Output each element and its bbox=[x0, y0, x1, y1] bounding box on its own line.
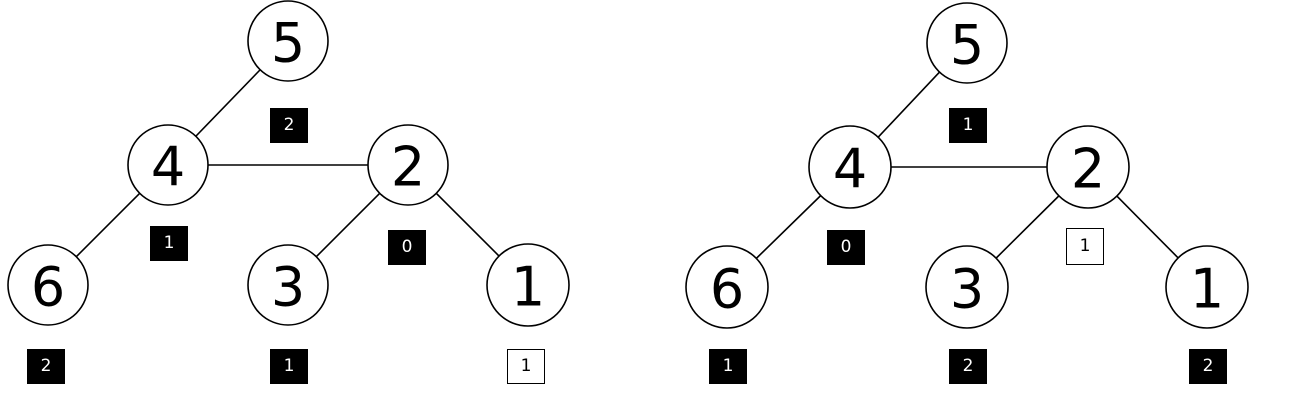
node-badge-right-b6: 1 bbox=[709, 349, 747, 384]
node-label: 6 bbox=[710, 258, 744, 321]
nodes-group: 5 4 2 6 3 1 5 4 2 6 3 1 bbox=[7, 0, 1249, 329]
node-label: 5 bbox=[271, 12, 305, 75]
node-circle bbox=[7, 244, 89, 326]
graph-node-right-n5[interactable]: 5 bbox=[926, 2, 1008, 84]
node-badge-left-b4: 1 bbox=[150, 226, 188, 261]
graph-node-right-n6[interactable]: 6 bbox=[685, 245, 769, 329]
node-badge-right-b1: 2 bbox=[1189, 349, 1227, 384]
node-label: 6 bbox=[31, 256, 65, 319]
node-badge-right-b5: 1 bbox=[949, 108, 987, 143]
graph-node-left-n1[interactable]: 1 bbox=[486, 243, 570, 327]
node-label: 2 bbox=[391, 136, 425, 199]
node-badge-left-b3: 1 bbox=[270, 349, 308, 384]
node-badge-right-b3: 2 bbox=[949, 349, 987, 384]
graph-node-right-n4[interactable]: 4 bbox=[808, 125, 892, 209]
node-badge-left-b2: 0 bbox=[388, 230, 426, 265]
graph-node-right-n1[interactable]: 1 bbox=[1165, 245, 1249, 329]
node-badge-right-b2: 1 bbox=[1066, 228, 1104, 265]
node-circle bbox=[127, 124, 209, 206]
graph-edge-right-n4-n6 bbox=[755, 195, 822, 259]
node-label: 1 bbox=[1190, 258, 1224, 321]
node-label: 1 bbox=[511, 256, 545, 319]
graph-node-left-n5[interactable]: 5 bbox=[247, 0, 329, 82]
graph-edge-right-n2-n1 bbox=[1116, 195, 1179, 259]
node-circle bbox=[247, 0, 329, 82]
edges-group bbox=[75, 69, 1179, 259]
node-badge-right-b4: 0 bbox=[827, 230, 865, 265]
node-badge-left-b1: 1 bbox=[507, 349, 545, 384]
node-label: 5 bbox=[950, 14, 984, 77]
node-circle bbox=[486, 243, 570, 327]
node-label: 4 bbox=[833, 138, 867, 201]
node-badge-left-b5: 2 bbox=[270, 108, 308, 143]
graph-edge-right-n5-n4 bbox=[877, 71, 941, 138]
node-circle bbox=[247, 244, 329, 326]
node-circle bbox=[685, 245, 769, 329]
node-circle bbox=[367, 124, 449, 206]
graph-edge-left-n2-n1 bbox=[435, 192, 500, 257]
node-label: 3 bbox=[950, 258, 984, 321]
node-circle bbox=[808, 125, 892, 209]
graph-node-left-n3[interactable]: 3 bbox=[247, 244, 329, 326]
node-circle bbox=[926, 2, 1008, 84]
graph-edge-left-n4-n6 bbox=[75, 192, 141, 258]
graph-node-left-n6[interactable]: 6 bbox=[7, 244, 89, 326]
graph-node-left-n4[interactable]: 4 bbox=[127, 124, 209, 206]
graph-edge-right-n2-n3 bbox=[995, 195, 1060, 259]
graph-node-left-n2[interactable]: 2 bbox=[367, 124, 449, 206]
node-circle bbox=[1046, 125, 1130, 209]
node-circle bbox=[1165, 245, 1249, 329]
graph-node-right-n2[interactable]: 2 bbox=[1046, 125, 1130, 209]
node-circle bbox=[925, 245, 1009, 329]
node-label: 3 bbox=[271, 256, 305, 319]
node-badge-left-b6: 2 bbox=[27, 349, 65, 384]
graph-edge-left-n5-n4 bbox=[195, 69, 261, 137]
node-label: 4 bbox=[151, 136, 185, 199]
graph-edge-left-n2-n3 bbox=[315, 192, 381, 258]
node-label: 2 bbox=[1071, 138, 1105, 201]
graph-node-right-n3[interactable]: 3 bbox=[925, 245, 1009, 329]
